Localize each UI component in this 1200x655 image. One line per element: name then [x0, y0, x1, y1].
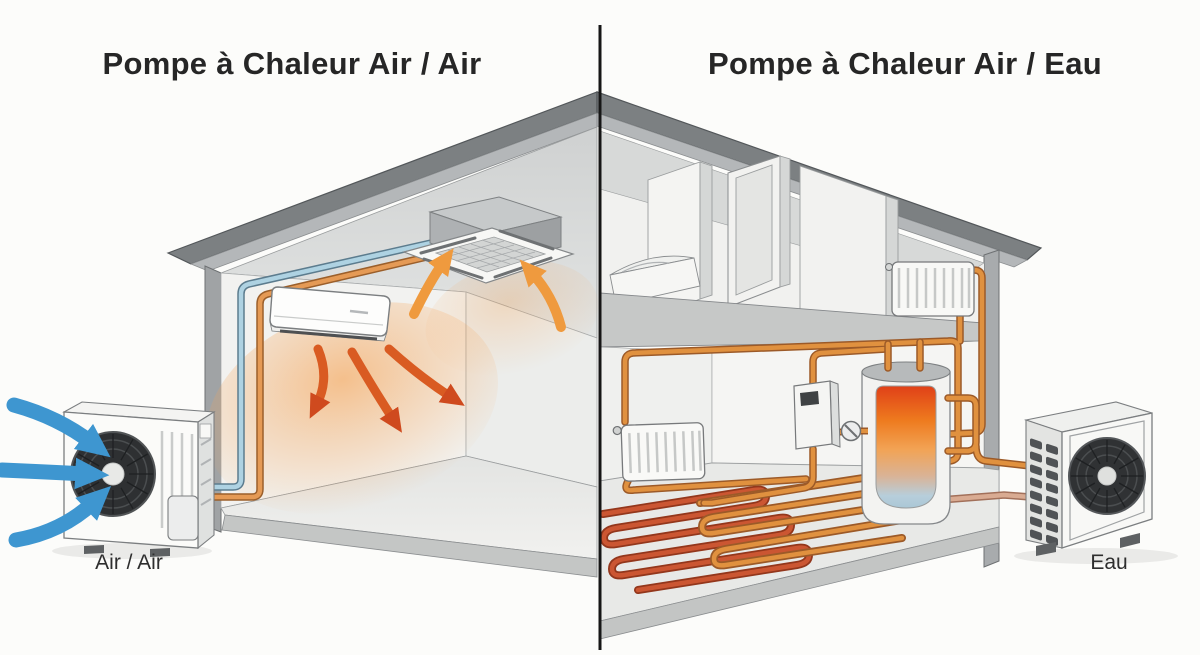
- ground-floor-radiator: [612, 422, 706, 482]
- side-vent-grid: [1030, 438, 1058, 546]
- control-unit: [793, 380, 841, 450]
- cassette-intake-arrows: [409, 248, 566, 332]
- cassette-grille: [434, 236, 547, 273]
- air-outlet-slot: [279, 329, 378, 341]
- warm-air-arrow: [384, 344, 465, 406]
- warm-air-arrow: [409, 248, 454, 319]
- hot-refrigerant-pipe: [183, 249, 451, 500]
- fan-blades: [1071, 440, 1143, 512]
- cold-refrigerant-pipe: [183, 238, 443, 490]
- ceiling-cassette-indoor-unit: [402, 196, 575, 284]
- tank-temperature-gradient: [875, 385, 937, 509]
- refrigerant-lines: [182, 237, 452, 501]
- left-panel-title: Pompe à Chaleur Air / Air: [102, 46, 482, 81]
- bed-headboard: [609, 255, 695, 276]
- tank-lid: [861, 361, 951, 383]
- radiator-valve: [885, 263, 893, 271]
- return-water-pipe: [936, 491, 1034, 504]
- pipe-junction-box: [167, 495, 199, 541]
- warm-air-arrow: [309, 344, 331, 419]
- fan-hub: [1097, 466, 1117, 486]
- warm-air-arrow: [347, 347, 402, 433]
- upstairs-partitions: [609, 155, 899, 335]
- cold-air-arrow: [8, 486, 112, 548]
- cassette-warm-glow: [425, 260, 599, 376]
- radiator-valve: [612, 425, 622, 436]
- warm-air-blow-arrows: [309, 344, 465, 433]
- cold-air-arrow: [6, 397, 111, 458]
- unit-label-plate: [199, 423, 212, 439]
- cold-air-arrow: [0, 457, 110, 490]
- outdoor-unit-air-eau: [1023, 401, 1153, 556]
- cold-air-intake-arrows: [0, 397, 112, 548]
- right-panel-title: Pompe à Chaleur Air / Eau: [708, 46, 1102, 81]
- upstairs-radiator: [885, 261, 975, 317]
- left-floor-slab-edge: [221, 514, 598, 578]
- door-opening: [735, 164, 773, 296]
- right-outdoor-unit-label: Eau: [1090, 551, 1128, 574]
- left-house-cutaway: [0, 91, 599, 578]
- wall-split-indoor-unit: [269, 286, 391, 342]
- tank-pipes: [884, 338, 1034, 470]
- unit-logo: [349, 309, 369, 315]
- fan-hub: [101, 462, 125, 486]
- warm-air-glow: [206, 302, 498, 514]
- warm-air-arrow: [519, 259, 566, 332]
- control-display: [800, 391, 819, 406]
- hot-water-tank: [861, 361, 951, 525]
- left-outdoor-unit-label: Air / Air: [95, 551, 163, 574]
- right-house-cutaway: [596, 91, 1178, 640]
